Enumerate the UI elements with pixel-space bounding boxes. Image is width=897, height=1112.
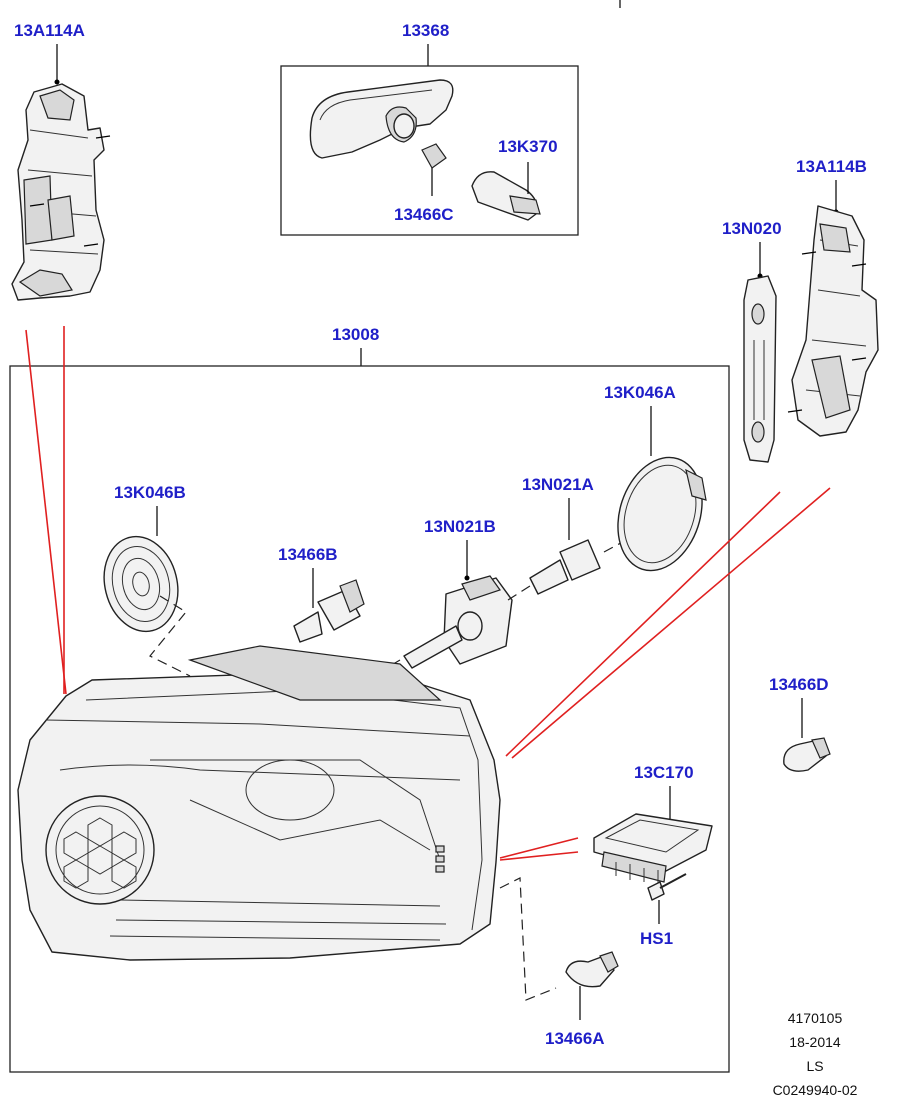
- label-13008: 13008: [332, 325, 379, 344]
- footer-ref-4: C0249940-02: [772, 1082, 858, 1098]
- group-box-13368: [280, 65, 579, 236]
- side-repeater-13368: 13368 13466C 13K370: [280, 21, 579, 236]
- bulb-13466D: 13466D: [769, 675, 831, 772]
- cap-13K046A: 13K046A: [604, 383, 707, 572]
- label-13C170: 13C170: [634, 763, 694, 782]
- group-box-13008: [9, 365, 730, 1073]
- label-13K370: 13K370: [498, 137, 558, 156]
- headlamp-assembly-13008: 13008: [9, 325, 730, 1073]
- headlamp-body: [17, 645, 501, 961]
- label-13K046B: 13K046B: [114, 483, 186, 502]
- label-13A114B: 13A114B: [796, 157, 867, 176]
- bulb-13N021A: 13N021A: [507, 475, 631, 601]
- label-13466C: 13466C: [394, 205, 454, 224]
- label-13N021A: 13N021A: [522, 475, 594, 494]
- label-13466D: 13466D: [769, 675, 829, 694]
- label-13466A: 13466A: [545, 1029, 605, 1048]
- bulb-13N021B: 13N021B: [379, 517, 513, 673]
- bulb-13466A: 13466A: [499, 877, 619, 1048]
- footer-ref-1: 4170105: [787, 1010, 843, 1026]
- label-13466B: 13466B: [278, 545, 338, 564]
- bracket-13A114B: 13A114B: [787, 157, 879, 437]
- footer-ref-2: 18-2014: [789, 1034, 841, 1050]
- label-13K046A: 13K046A: [604, 383, 676, 402]
- strip-13N020: 13N020: [722, 219, 782, 463]
- bulb-13466B: 13466B: [278, 545, 365, 643]
- label-13368: 13368: [402, 21, 449, 40]
- bracket-13A114A: 13A114A: [11, 21, 111, 301]
- screw-HS1: HS1: [640, 873, 687, 948]
- guide-lines: [25, 326, 831, 861]
- label-13N020: 13N020: [722, 219, 782, 238]
- label-13N021B: 13N021B: [424, 517, 496, 536]
- footer-ref-3: LS: [806, 1058, 824, 1074]
- cap-13K046B: 13K046B: [103, 483, 191, 677]
- label-13A114A: 13A114A: [14, 21, 85, 40]
- module-13C170: 13C170: [593, 763, 713, 884]
- label-HS1: HS1: [640, 929, 673, 948]
